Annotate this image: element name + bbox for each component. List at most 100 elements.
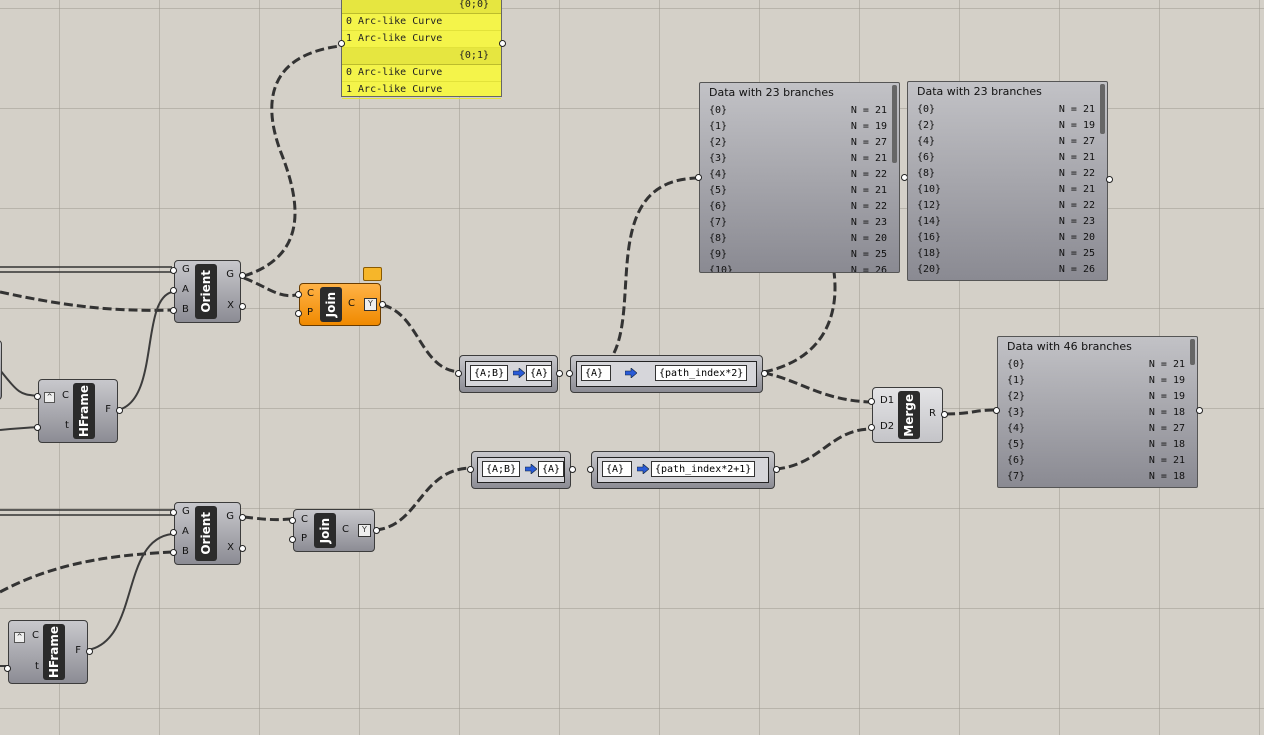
merge-component[interactable]: D1 D2 Merge R	[868, 387, 948, 443]
wire-orient-to-join-bottom	[243, 515, 293, 522]
input-grip[interactable]	[170, 549, 177, 556]
input-grip[interactable]	[34, 424, 41, 431]
mapper-source[interactable]: {A}	[581, 365, 611, 381]
mapper-source[interactable]: {A;B}	[482, 461, 521, 477]
input-p[interactable]: P	[307, 307, 314, 318]
input-p[interactable]: P	[301, 533, 308, 544]
output-grip[interactable]	[239, 545, 246, 552]
input-c[interactable]: C	[62, 390, 69, 401]
orient-component-bottom[interactable]: G A B Orient G X	[170, 502, 246, 565]
input-t[interactable]: t	[35, 661, 39, 672]
param-viewer-b[interactable]: Data with 23 branches {0}N = 21{2}N = 19…	[907, 81, 1108, 281]
input-c[interactable]: C	[32, 630, 39, 641]
input-grip[interactable]	[4, 665, 11, 672]
output-r[interactable]: R	[929, 408, 936, 419]
join-component-top[interactable]: C P Join C Y	[295, 283, 386, 326]
output-grip[interactable]	[941, 411, 948, 418]
output-x[interactable]: X	[227, 300, 234, 311]
panel-input-grip[interactable]	[338, 40, 345, 47]
input-grip[interactable]	[868, 424, 875, 431]
input-grip[interactable]	[467, 466, 474, 473]
path-mapper-shift-bottom[interactable]: {A;B} {A}	[467, 451, 576, 489]
viewer-b-output-grip[interactable]	[1106, 176, 1113, 183]
output-grip[interactable]	[239, 303, 246, 310]
input-grip[interactable]	[289, 536, 296, 543]
input-grip[interactable]	[170, 509, 177, 516]
output-grip[interactable]	[86, 648, 93, 655]
input-g[interactable]: G	[182, 506, 190, 517]
input-b[interactable]: B	[182, 304, 189, 315]
output-g[interactable]: G	[226, 269, 234, 280]
output-g[interactable]: G	[226, 511, 234, 522]
mapper-target[interactable]: {A}	[526, 365, 553, 381]
join-component-bottom[interactable]: C P Join C Y	[289, 509, 380, 552]
viewer-scrollbar[interactable]	[1190, 339, 1195, 365]
output-grip[interactable]	[239, 514, 246, 521]
output-f[interactable]: F	[105, 404, 111, 415]
param-viewer-a[interactable]: Data with 23 branches {0}N = 21{1}N = 19…	[699, 82, 900, 273]
input-grip[interactable]	[170, 267, 177, 274]
input-grip[interactable]	[170, 287, 177, 294]
output-grip[interactable]	[373, 527, 380, 534]
input-c[interactable]: C	[307, 288, 314, 299]
input-grip[interactable]	[295, 291, 302, 298]
output-f[interactable]: F	[75, 645, 81, 656]
viewer-c-input-grip[interactable]	[993, 407, 1000, 414]
output-x[interactable]: X	[227, 542, 234, 553]
input-c[interactable]: C	[301, 514, 308, 525]
mapper-source[interactable]: {A}	[602, 461, 632, 477]
mapper-target[interactable]: {path_index*2+1}	[651, 461, 756, 477]
yellow-panel[interactable]: {0;0} 0 Arc-like Curve 1 Arc-like Curve …	[338, 0, 506, 99]
input-grip[interactable]	[566, 370, 573, 377]
panel-output-grip[interactable]	[499, 40, 506, 47]
output-grip[interactable]	[379, 301, 386, 308]
path-mapper-shift-top[interactable]: {A;B} {A}	[455, 355, 563, 393]
output-grip[interactable]	[761, 370, 768, 377]
output-grip[interactable]	[239, 272, 246, 279]
wire-frame-bottom	[87, 533, 173, 651]
input-grip[interactable]	[170, 529, 177, 536]
path-mapper-relabel-top[interactable]: {A} {path_index*2}	[566, 355, 768, 393]
offscreen-component[interactable]	[0, 340, 2, 400]
input-grip[interactable]	[455, 370, 462, 377]
path-mapper-relabel-bottom[interactable]: {A} {path_index*2+1}	[587, 451, 780, 489]
flatten-icon[interactable]: Y	[364, 298, 377, 311]
input-grip[interactable]	[295, 310, 302, 317]
viewer-a-input-grip[interactable]	[695, 174, 702, 181]
mapper-target[interactable]: {A}	[538, 461, 565, 477]
hframe-component-bottom[interactable]: ^ C t HFrame F	[4, 620, 93, 684]
viewer-scrollbar[interactable]	[1100, 84, 1105, 134]
output-grip[interactable]	[773, 466, 780, 473]
input-b[interactable]: B	[182, 546, 189, 557]
mapper-target[interactable]: {path_index*2}	[655, 365, 748, 381]
input-grip[interactable]	[34, 393, 41, 400]
output-grip[interactable]	[556, 370, 563, 377]
input-grip[interactable]	[289, 517, 296, 524]
input-g[interactable]: G	[182, 264, 190, 275]
hframe-component-top[interactable]: ^ C t HFrame F	[34, 379, 123, 443]
orient-component-top[interactable]: G A B Orient G X	[170, 260, 246, 323]
mapper-source[interactable]: {A;B}	[470, 365, 509, 381]
input-d1[interactable]: D1	[880, 395, 895, 406]
input-d2[interactable]: D2	[880, 421, 895, 432]
curve-reparam-icon[interactable]: ^	[14, 632, 25, 643]
input-grip[interactable]	[868, 398, 875, 405]
input-t[interactable]: t	[65, 420, 69, 431]
input-grip[interactable]	[170, 307, 177, 314]
input-a[interactable]: A	[182, 526, 189, 537]
output-grip[interactable]	[569, 466, 576, 473]
input-a[interactable]: A	[182, 284, 189, 295]
branch-path: {6}	[1007, 455, 1026, 466]
curve-reparam-icon[interactable]: ^	[44, 392, 55, 403]
branch-path: {6}	[917, 152, 936, 163]
flatten-icon[interactable]: Y	[358, 524, 371, 537]
param-viewer-c[interactable]: Data with 46 branches {0}N = 21{1}N = 19…	[997, 336, 1198, 488]
output-c[interactable]: C	[342, 524, 349, 535]
message-balloon-icon[interactable]	[363, 267, 382, 281]
branch-count: N = 26	[850, 265, 887, 273]
viewer-c-output-grip[interactable]	[1196, 407, 1203, 414]
viewer-scrollbar[interactable]	[892, 85, 897, 163]
output-c[interactable]: C	[348, 298, 355, 309]
input-grip[interactable]	[587, 466, 594, 473]
output-grip[interactable]	[116, 407, 123, 414]
